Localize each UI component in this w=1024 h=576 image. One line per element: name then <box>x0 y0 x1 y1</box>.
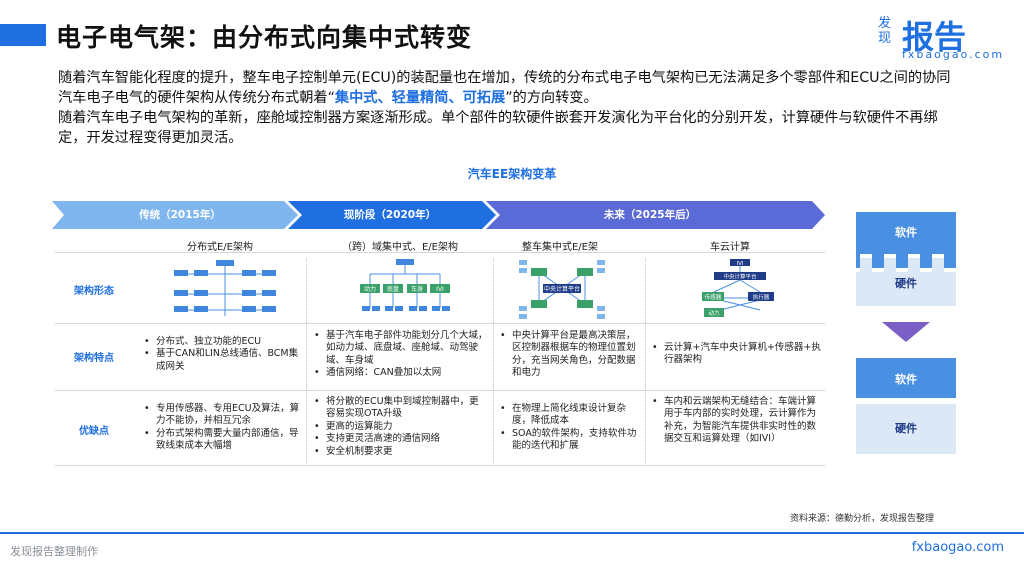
side-bottom-software: 软件 <box>895 373 917 386</box>
intro-paragraph-1: 随着汽车智能化程度的提升，整车电子控制单元(ECU)的装配量也在增加，传统的分布… <box>58 70 951 106</box>
list-item: 支持更灵活高速的通信网络 <box>312 433 488 446</box>
distributed-architecture-diagram <box>174 260 276 316</box>
features-vehicle-central: 中央计算平台是最高决策层，区控制器根据车的物理位置划分，充当网关角色，分配数据和… <box>498 330 640 380</box>
list-item: 更高的运算能力 <box>312 421 488 434</box>
list-item: 分布式架构需要大量内部通信，导致线束成本大幅增 <box>142 428 302 453</box>
column-separator <box>306 258 307 463</box>
vehicle-central-architecture-diagram: 中央计算平台 <box>519 260 605 319</box>
side-bottom-hardware: 硬件 <box>895 422 917 435</box>
row-label-pros-cons: 优缺点 <box>79 426 109 437</box>
phase-label-current: 现阶段（2020年） <box>343 209 437 221</box>
side-top-hardware: 硬件 <box>895 277 917 290</box>
list-item: 中央计算平台是最高决策层，区控制器根据车的物理位置划分，充当网关角色，分配数据和… <box>498 330 640 380</box>
list-item: 将分散的ECU集中到域控制器中，更容易实现OTA升级 <box>312 396 488 421</box>
list-item: SOA的软件架构，支持软件功能的迭代和扩展 <box>498 428 640 453</box>
pros-cons-distributed: 专用传感器、专用ECU及算法，算力不能协，并相互冗余 分布式架构需要大量内部通信… <box>142 403 302 453</box>
features-domain: 基于汽车电子部件功能划分几个大域，如动力域、底盘域、座舱域、动驾驶域、车身域 通… <box>312 330 488 380</box>
chart-title: 汽车EE架构变革 <box>467 167 557 181</box>
column-header-vehicle-central: 整车集中式E/E架 <box>521 242 598 253</box>
footer-divider <box>0 532 1024 534</box>
title-accent-bar <box>0 24 46 46</box>
list-item: 专用传感器、专用ECU及算法，算力不能协，并相互冗余 <box>142 403 302 428</box>
column-header-cloud: 车云计算 <box>710 242 750 253</box>
footer-credit: 发现报告整理制作 <box>10 545 98 558</box>
row-label-features: 架构特点 <box>74 353 114 364</box>
logo-big-text: 报告 <box>902 18 967 56</box>
cloud-sensor-label: 传感器 <box>705 293 722 301</box>
timeline-arrows <box>52 201 825 229</box>
list-item: 车内和云端架构无缝结合：车端计算用于车内部的实时处理，云计算作为补充，为智能汽车… <box>650 396 822 446</box>
cloud-central-label: 中央计算平台 <box>723 273 757 281</box>
intro-paragraph-2: 随着汽车电子电气架构的革新，座舱域控制器方案逐渐形成。单个部件的软硬件嵌套开发演… <box>58 110 938 146</box>
footer-url-link[interactable]: fxbaogao.com <box>911 540 1004 555</box>
features-distributed: 分布式、独立功能的ECU 基于CAN和LIN总线通信、BCM集成网关 <box>142 336 302 373</box>
phase-arrow-future <box>486 201 825 229</box>
column-separator <box>645 258 646 463</box>
list-item: 基于汽车电子部件功能划分几个大域，如动力域、底盘域、座舱域、动驾驶域、车身域 <box>312 330 488 367</box>
transition-arrow-icon <box>882 322 930 342</box>
list-item: 安全机制要求更 <box>312 446 488 459</box>
table-divider <box>55 323 825 324</box>
phase-arrow-traditional <box>52 201 298 229</box>
fxbaogao-logo[interactable]: 发现 报告 fxbaogao.com <box>878 10 1008 66</box>
phase-label-traditional: 传统（2015年） <box>139 209 221 221</box>
logo-url: fxbaogao.com <box>902 48 1005 61</box>
page-title: 电子电气架：由分布式向集中式转变 <box>56 23 473 52</box>
domain-node-label: 动力 <box>364 285 376 293</box>
list-item: 分布式、独立功能的ECU <box>142 336 302 349</box>
coupled-software-hardware-diagram <box>856 212 956 306</box>
source-note: 资料来源：德勤分析，发现报告整理 <box>790 514 935 524</box>
domain-node-label: 底盘 <box>387 285 399 293</box>
domain-node-label: IVI <box>436 286 444 293</box>
column-header-domain: （跨）域集中式、E/E架构 <box>341 242 458 253</box>
cloud-actuator-label: 执行器 <box>753 293 770 301</box>
intro-highlight: 集中式、轻量精简、可拓展 <box>334 90 506 106</box>
list-item: 云计算+汽车中央计算机+传感器+执行器架构 <box>650 342 822 367</box>
table-divider <box>55 465 825 466</box>
row-label-form: 架构形态 <box>74 286 114 297</box>
list-item: 基于CAN和LIN总线通信、BCM集成网关 <box>142 348 302 373</box>
table-divider <box>55 252 825 253</box>
cloud-computing-diagram: IVI 中央计算平台 传感器 执行器 动力 <box>702 259 774 317</box>
column-header-distributed: 分布式E/E架构 <box>186 242 253 253</box>
intro-text: 随着汽车智能化程度的提升，整车电子控制单元(ECU)的装配量也在增加，传统的分布… <box>58 68 958 148</box>
column-separator <box>493 258 494 463</box>
pros-cons-cloud: 车内和云端架构无缝结合：车端计算用于车内部的实时处理，云计算作为补充，为智能汽车… <box>650 396 822 446</box>
pros-cons-domain: 将分散的ECU集中到域控制器中，更容易实现OTA升级 更高的运算能力 支持更灵活… <box>312 396 488 458</box>
logo-small-text: 发现 <box>878 16 892 46</box>
phase-arrow-current <box>288 201 496 229</box>
table-divider <box>55 390 825 391</box>
side-top-software: 软件 <box>895 226 917 239</box>
features-cloud: 云计算+汽车中央计算机+传感器+执行器架构 <box>650 342 822 367</box>
decoupled-software-hardware-diagram <box>856 358 956 454</box>
domain-node-label: 车身 <box>411 285 423 293</box>
central-platform-label: 中央计算平台 <box>544 285 580 293</box>
list-item: 在物理上简化线束设计复杂度，降低成本 <box>498 403 640 428</box>
cloud-ivi-label: IVI <box>736 261 743 267</box>
list-item: 通信网络：CAN叠加以太网 <box>312 367 488 380</box>
domain-architecture-diagram: 动力 底盘 车身 IVI <box>360 259 450 311</box>
pros-cons-vehicle-central: 在物理上简化线束设计复杂度，降低成本 SOA的软件架构，支持软件功能的迭代和扩展 <box>498 403 640 453</box>
cloud-power-label: 动力 <box>708 309 719 317</box>
phase-label-future: 未来（2025年后） <box>603 209 697 221</box>
